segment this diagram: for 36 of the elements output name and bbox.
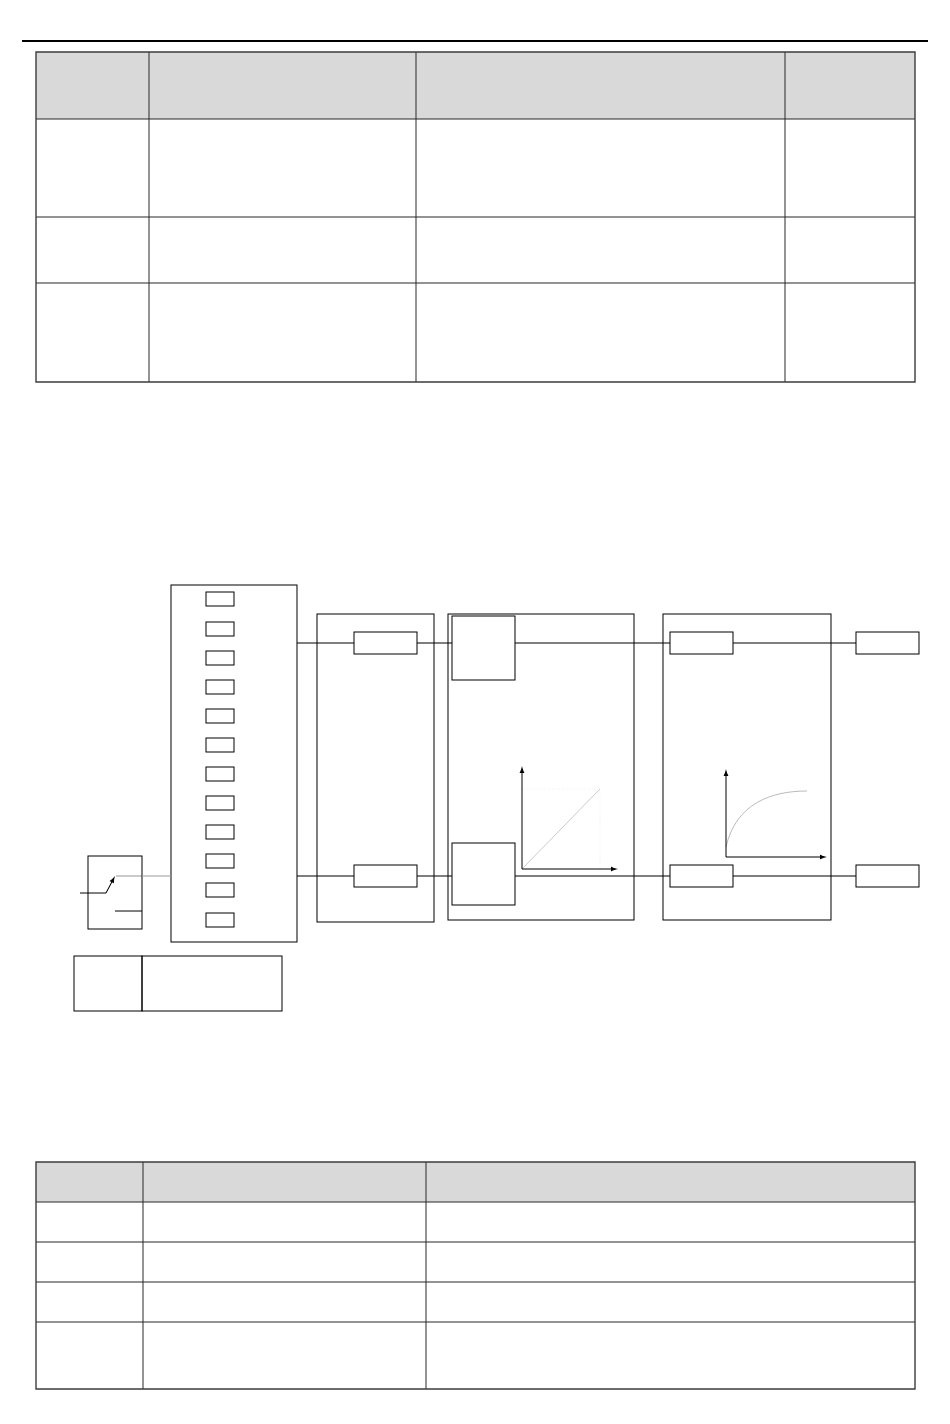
connector-line — [296, 642, 355, 644]
block-frame — [447, 613, 635, 921]
connector-line — [732, 875, 857, 877]
connector-line — [296, 875, 355, 877]
block-frame — [316, 613, 435, 923]
terminal-box — [205, 912, 235, 928]
function-box — [669, 631, 734, 655]
terminal-box — [205, 708, 235, 724]
switch-box — [87, 855, 143, 930]
block-frame — [662, 613, 832, 921]
terminal-box — [205, 882, 235, 898]
connector-line — [416, 642, 453, 644]
terminal-box — [205, 824, 235, 840]
table-cell — [141, 955, 283, 1012]
terminal-box — [205, 591, 235, 607]
output-box — [855, 864, 920, 888]
connector-line — [141, 875, 172, 877]
function-box — [353, 631, 418, 655]
terminal-box — [205, 795, 235, 811]
function-box — [353, 864, 418, 888]
terminal-box — [205, 737, 235, 753]
output-box — [855, 631, 920, 655]
terminal-strip — [170, 584, 298, 943]
function-box — [451, 615, 516, 681]
connector-line — [416, 875, 453, 877]
terminal-box — [205, 679, 235, 695]
table-cell — [73, 955, 143, 1012]
terminal-box — [205, 621, 235, 637]
terminal-box — [205, 650, 235, 666]
function-box — [669, 864, 734, 888]
connector-line — [514, 875, 671, 877]
terminal-box — [205, 766, 235, 782]
connector-line — [514, 642, 671, 644]
connector-line — [732, 642, 857, 644]
terminal-box — [205, 853, 235, 869]
function-box — [451, 842, 516, 906]
